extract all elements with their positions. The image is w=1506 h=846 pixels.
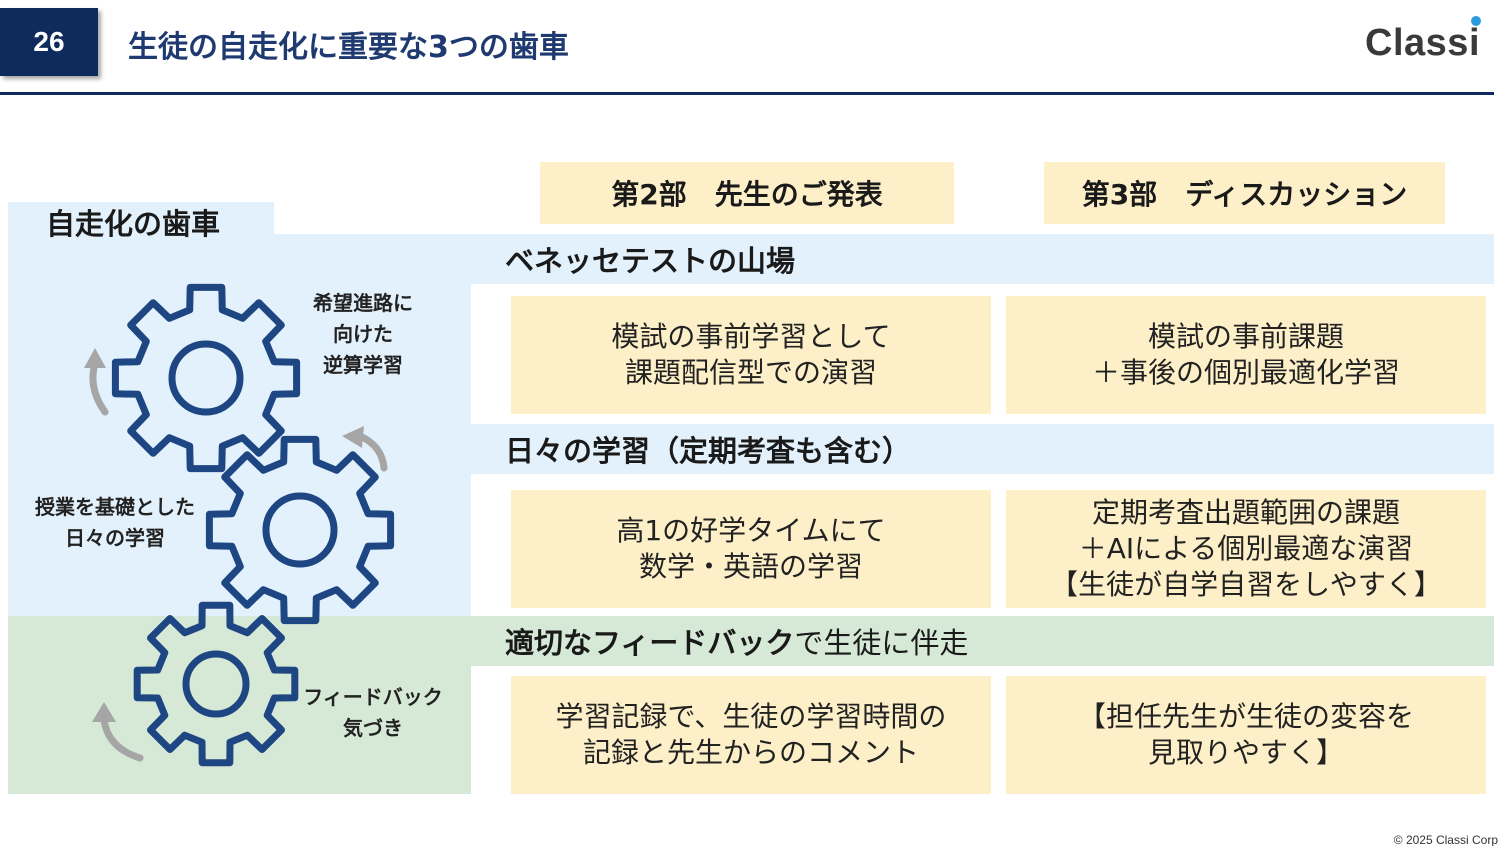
row-heading-text-normal: で生徒に伴走: [794, 626, 969, 660]
row-heading-benesse: ベネッセテストの山場: [471, 234, 1494, 284]
cell-feedback-part2: 学習記録で、生徒の学習時間の 記録と先生からのコメント: [511, 676, 991, 794]
row-heading-feedback: 適切なフィードバックで生徒に伴走: [471, 616, 1494, 666]
row-heading-daily: 日々の学習（定期考査も含む）: [471, 424, 1494, 474]
cell-text: 模試の事前学習として 課題配信型での演習: [611, 320, 891, 389]
cell-benesse-part3: 模試の事前課題 ＋事後の個別最適化学習: [1006, 296, 1486, 414]
row-heading-text: ベネッセテストの山場: [505, 244, 796, 278]
cell-text: 定期考査出題範囲の課題 ＋AIによる個別最適な演習 【生徒が自学自習をしやすく】: [1050, 496, 1442, 601]
cell-text: 学習記録で、生徒の学習時間の 記録と先生からのコメント: [555, 700, 947, 769]
column-header-part3: 第3部 ディスカッション: [1044, 162, 1445, 224]
gear-label-backcast: 希望進路に 向けた 逆算学習: [313, 291, 413, 377]
gear-label-daily: 授業を基礎とした 日々の学習: [35, 495, 195, 550]
cell-text: 高1の好学タイムにて 数学・英語の学習: [616, 514, 886, 583]
cell-text: 【担任先生が生徒の変容を 見取りやすく】: [1077, 700, 1414, 769]
cell-benesse-part2: 模試の事前学習として 課題配信型での演習: [511, 296, 991, 414]
gear-section-title: 自走化の歯車: [8, 202, 274, 242]
page-number: 26: [0, 8, 98, 76]
cell-text: 模試の事前課題 ＋事後の個別最適化学習: [1091, 320, 1400, 389]
logo-text: Class: [1365, 22, 1469, 64]
cell-daily-part3: 定期考査出題範囲の課題 ＋AIによる個別最適な演習 【生徒が自学自習をしやすく】: [1006, 490, 1486, 608]
gear-label-feedback: フィードバック 気づき: [303, 685, 443, 740]
cell-feedback-part3: 【担任先生が生徒の変容を 見取りやすく】: [1006, 676, 1486, 794]
logo-i: i: [1468, 16, 1482, 64]
row-heading-text: 日々の学習（定期考査も含む）: [505, 434, 912, 468]
slide-title: 生徒の自走化に重要な3つの歯車: [128, 30, 569, 65]
header-divider: [0, 92, 1494, 95]
row-heading-text-bold: 適切なフィードバック: [505, 626, 795, 660]
column-header-part2: 第2部 先生のご発表: [540, 162, 954, 224]
cell-daily-part2: 高1の好学タイムにて 数学・英語の学習: [511, 490, 991, 608]
copyright: © 2025 Classi Corp: [1393, 833, 1498, 846]
